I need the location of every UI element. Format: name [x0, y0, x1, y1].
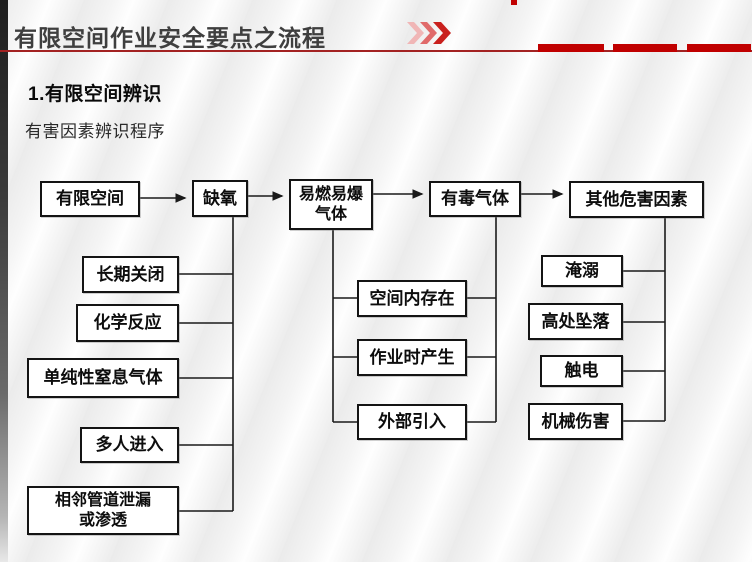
node-adjacent-pipe-leak: 相邻管道泄漏 或渗透 [27, 486, 179, 535]
node-drowning: 淹溺 [541, 255, 623, 287]
node-long-closed: 长期关闭 [82, 256, 179, 293]
node-chemical-reaction: 化学反应 [76, 304, 179, 342]
left-edge-strip [0, 0, 8, 562]
header-decor-bar [538, 44, 604, 52]
page-title: 有限空间作业安全要点之流程 [14, 25, 326, 51]
node-limited-space: 有限空间 [40, 181, 140, 217]
header-decor-dash [511, 0, 517, 5]
node-multiple-entry: 多人进入 [80, 427, 179, 463]
node-produced-during-work: 作业时产生 [357, 339, 467, 376]
section-heading: 1.有限空间辨识 [28, 84, 162, 105]
header-decor-bar [687, 44, 751, 52]
section-subheading: 有害因素辨识程序 [25, 122, 165, 141]
node-mechanical-injury: 机械伤害 [528, 403, 623, 440]
node-other-hazards: 其他危害因素 [569, 181, 704, 218]
node-electric-shock: 触电 [540, 355, 623, 387]
header-rule [0, 50, 752, 52]
node-toxic-gas: 有毒气体 [429, 181, 521, 217]
header-decor-bar [613, 44, 677, 52]
triple-chevron-right-icon [407, 21, 455, 50]
node-external-introduction: 外部引入 [357, 404, 467, 440]
node-exists-in-space: 空间内存在 [357, 280, 467, 317]
node-oxygen-deficiency: 缺氧 [192, 180, 248, 217]
node-simple-asphyxiant-gas: 单纯性窒息气体 [27, 358, 179, 398]
node-fall-from-height: 高处坠落 [528, 303, 623, 340]
node-flammable-gas: 易燃易爆 气体 [289, 179, 373, 230]
